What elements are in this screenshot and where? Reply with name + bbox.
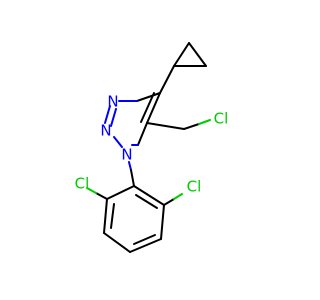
phenyl-bond-4 xyxy=(129,238,162,253)
ch2-cl-bond-black xyxy=(183,123,200,130)
phenyl-inner-double-3 xyxy=(135,194,158,209)
cyclopropyl-triazole-bond xyxy=(159,65,175,94)
n1-aryl-bond-blue xyxy=(128,161,132,171)
phenyl-bond-6 xyxy=(133,185,165,206)
phenyl-bond-3 xyxy=(103,232,131,253)
chlorine-label-left: Cl xyxy=(75,175,90,193)
ch2-cl-bond-green xyxy=(198,119,211,125)
c5-ch2-bond xyxy=(146,122,185,130)
triazole-n1-c5-bond-black xyxy=(137,122,148,146)
molecule-structure-canvas: N N N Cl Cl Cl xyxy=(74,42,229,253)
left-cl-bond-black xyxy=(95,192,108,200)
n1-aryl-bond-black xyxy=(130,169,135,187)
nitrogen-label-bottom: N xyxy=(121,146,132,164)
atom-labels-layer: N N N Cl Cl Cl xyxy=(75,93,229,196)
cyclopropyl-bond-top xyxy=(188,42,207,67)
phenyl-bond-5 xyxy=(160,204,165,240)
chlorine-label-chloromethyl: Cl xyxy=(214,110,229,128)
triazole-n2-n1-bond xyxy=(113,136,123,148)
phenyl-bond-2 xyxy=(103,198,108,234)
right-cl-bond-black xyxy=(163,198,175,206)
triazole-c4-n3-bond-black xyxy=(136,92,161,102)
triazole-c4-c5-double-bond xyxy=(140,92,155,123)
phenyl-inner-double-1 xyxy=(110,203,115,229)
left-cl-bond-green xyxy=(86,187,97,194)
chlorine-label-right: Cl xyxy=(187,178,202,196)
molecule-structure: N N N Cl Cl Cl xyxy=(75,42,229,253)
triazole-n3-n2-bond xyxy=(110,108,117,127)
nitrogen-label-middle: N xyxy=(100,122,111,140)
bonds-layer xyxy=(86,42,211,253)
triazole-c4-c5-bond xyxy=(146,92,161,124)
phenyl-inner-double-2 xyxy=(133,234,156,245)
cyclopropyl-bond-left xyxy=(173,42,190,67)
right-cl-bond-green xyxy=(173,193,183,200)
triazole-n3-n2-double-bond xyxy=(104,105,111,124)
nitrogen-label-top: N xyxy=(107,93,118,111)
phenyl-bond-1 xyxy=(106,185,135,200)
